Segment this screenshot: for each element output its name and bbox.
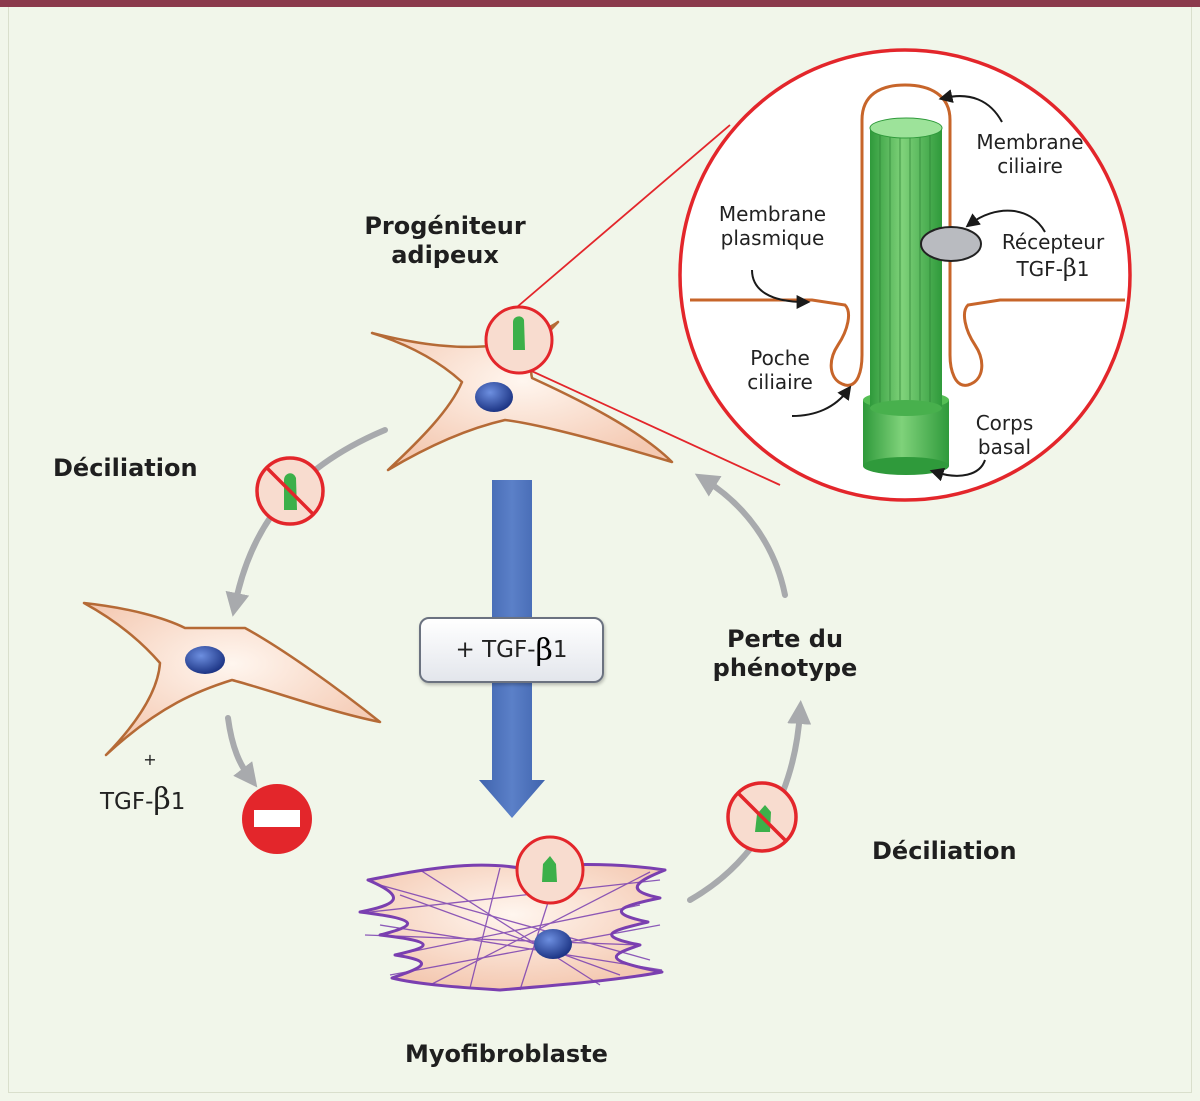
axoneme <box>870 128 942 408</box>
left-cell <box>82 601 382 757</box>
membrane-plasmique-line1: Membrane <box>718 202 827 226</box>
tgf-receptor-shape <box>920 226 982 262</box>
recepteur-line2: TGF-β1 <box>993 254 1113 283</box>
progenitor-label-line1: Progéniteur <box>364 212 526 240</box>
progenitor-label: Progéniteur adipeux <box>355 212 535 271</box>
no-cilium-icon-right <box>726 781 798 853</box>
frame-border <box>8 7 1192 1093</box>
membrane-ciliaire-label: Membrane ciliaire <box>960 130 1100 179</box>
corps-basal-label: Corps basal <box>962 411 1047 460</box>
membrane-ciliaire-line2: ciliaire <box>997 154 1063 179</box>
tgf-box-suffix: 1 <box>552 637 568 663</box>
membrane-line <box>690 83 1125 387</box>
cilium-inset <box>678 48 1132 502</box>
myofibroblast-label: Myofibroblaste <box>405 1040 608 1068</box>
deciliation-right-label: Déciliation <box>872 837 1017 865</box>
tgf-box-prefix: + TGF- <box>455 637 536 663</box>
poche-ciliaire-line2: ciliaire <box>747 370 813 395</box>
zoom-line-top <box>509 124 731 314</box>
corps-basal-line1: Corps <box>975 411 1034 435</box>
progenitor-cilium-highlight <box>484 305 554 375</box>
loss-of-phenotype-line2: phénotype <box>712 654 858 683</box>
myofibroblast-cilium-highlight <box>515 835 585 905</box>
recepteur-suffix: 1 <box>1076 257 1090 282</box>
loss-of-phenotype-label: Perte du phénotype <box>700 625 870 684</box>
tgf-box-beta: β <box>535 632 553 668</box>
progenitor-label-line2: adipeux <box>391 241 499 270</box>
progenitor-nucleus <box>475 382 513 412</box>
left-tgf-prefix: TGF- <box>100 789 154 815</box>
poche-ciliaire-label: Poche ciliaire <box>735 346 825 395</box>
left-tgf-beta: β <box>153 782 171 817</box>
recepteur-beta: β <box>1062 254 1077 283</box>
membrane-ciliaire-line1: Membrane <box>976 130 1084 154</box>
recepteur-line1: Récepteur <box>1001 230 1105 254</box>
cycle-arrow-to-block <box>225 715 258 788</box>
recepteur-tgf-prefix: TGF- <box>1016 257 1063 282</box>
left-tgf-suffix: 1 <box>170 789 186 815</box>
corps-basal-line2: basal <box>977 435 1032 460</box>
myofibroblast-cell <box>358 863 667 992</box>
no-entry-icon <box>242 784 312 854</box>
recepteur-label: Récepteur TGF-β1 <box>993 230 1113 284</box>
poche-ciliaire-line1: Poche <box>750 346 810 370</box>
left-tgf-label: TGF-β1 <box>100 782 185 819</box>
loss-of-phenotype-line1: Perte du <box>726 625 844 653</box>
cycle-arrow-right-upper <box>694 473 788 598</box>
top-bar <box>0 0 1200 7</box>
membrane-plasmique-label: Membrane plasmique <box>705 202 840 251</box>
deciliation-left-label: Déciliation <box>53 454 198 482</box>
membrane-plasmique-line2: plasmique <box>720 226 825 251</box>
myofibroblast-nucleus <box>534 929 572 959</box>
progenitor-cell <box>370 320 674 472</box>
left-cell-nucleus <box>185 646 225 674</box>
no-cilium-icon-left <box>255 456 325 526</box>
left-tgf-plus: + <box>143 750 157 769</box>
zoom-line-bottom <box>524 367 781 486</box>
